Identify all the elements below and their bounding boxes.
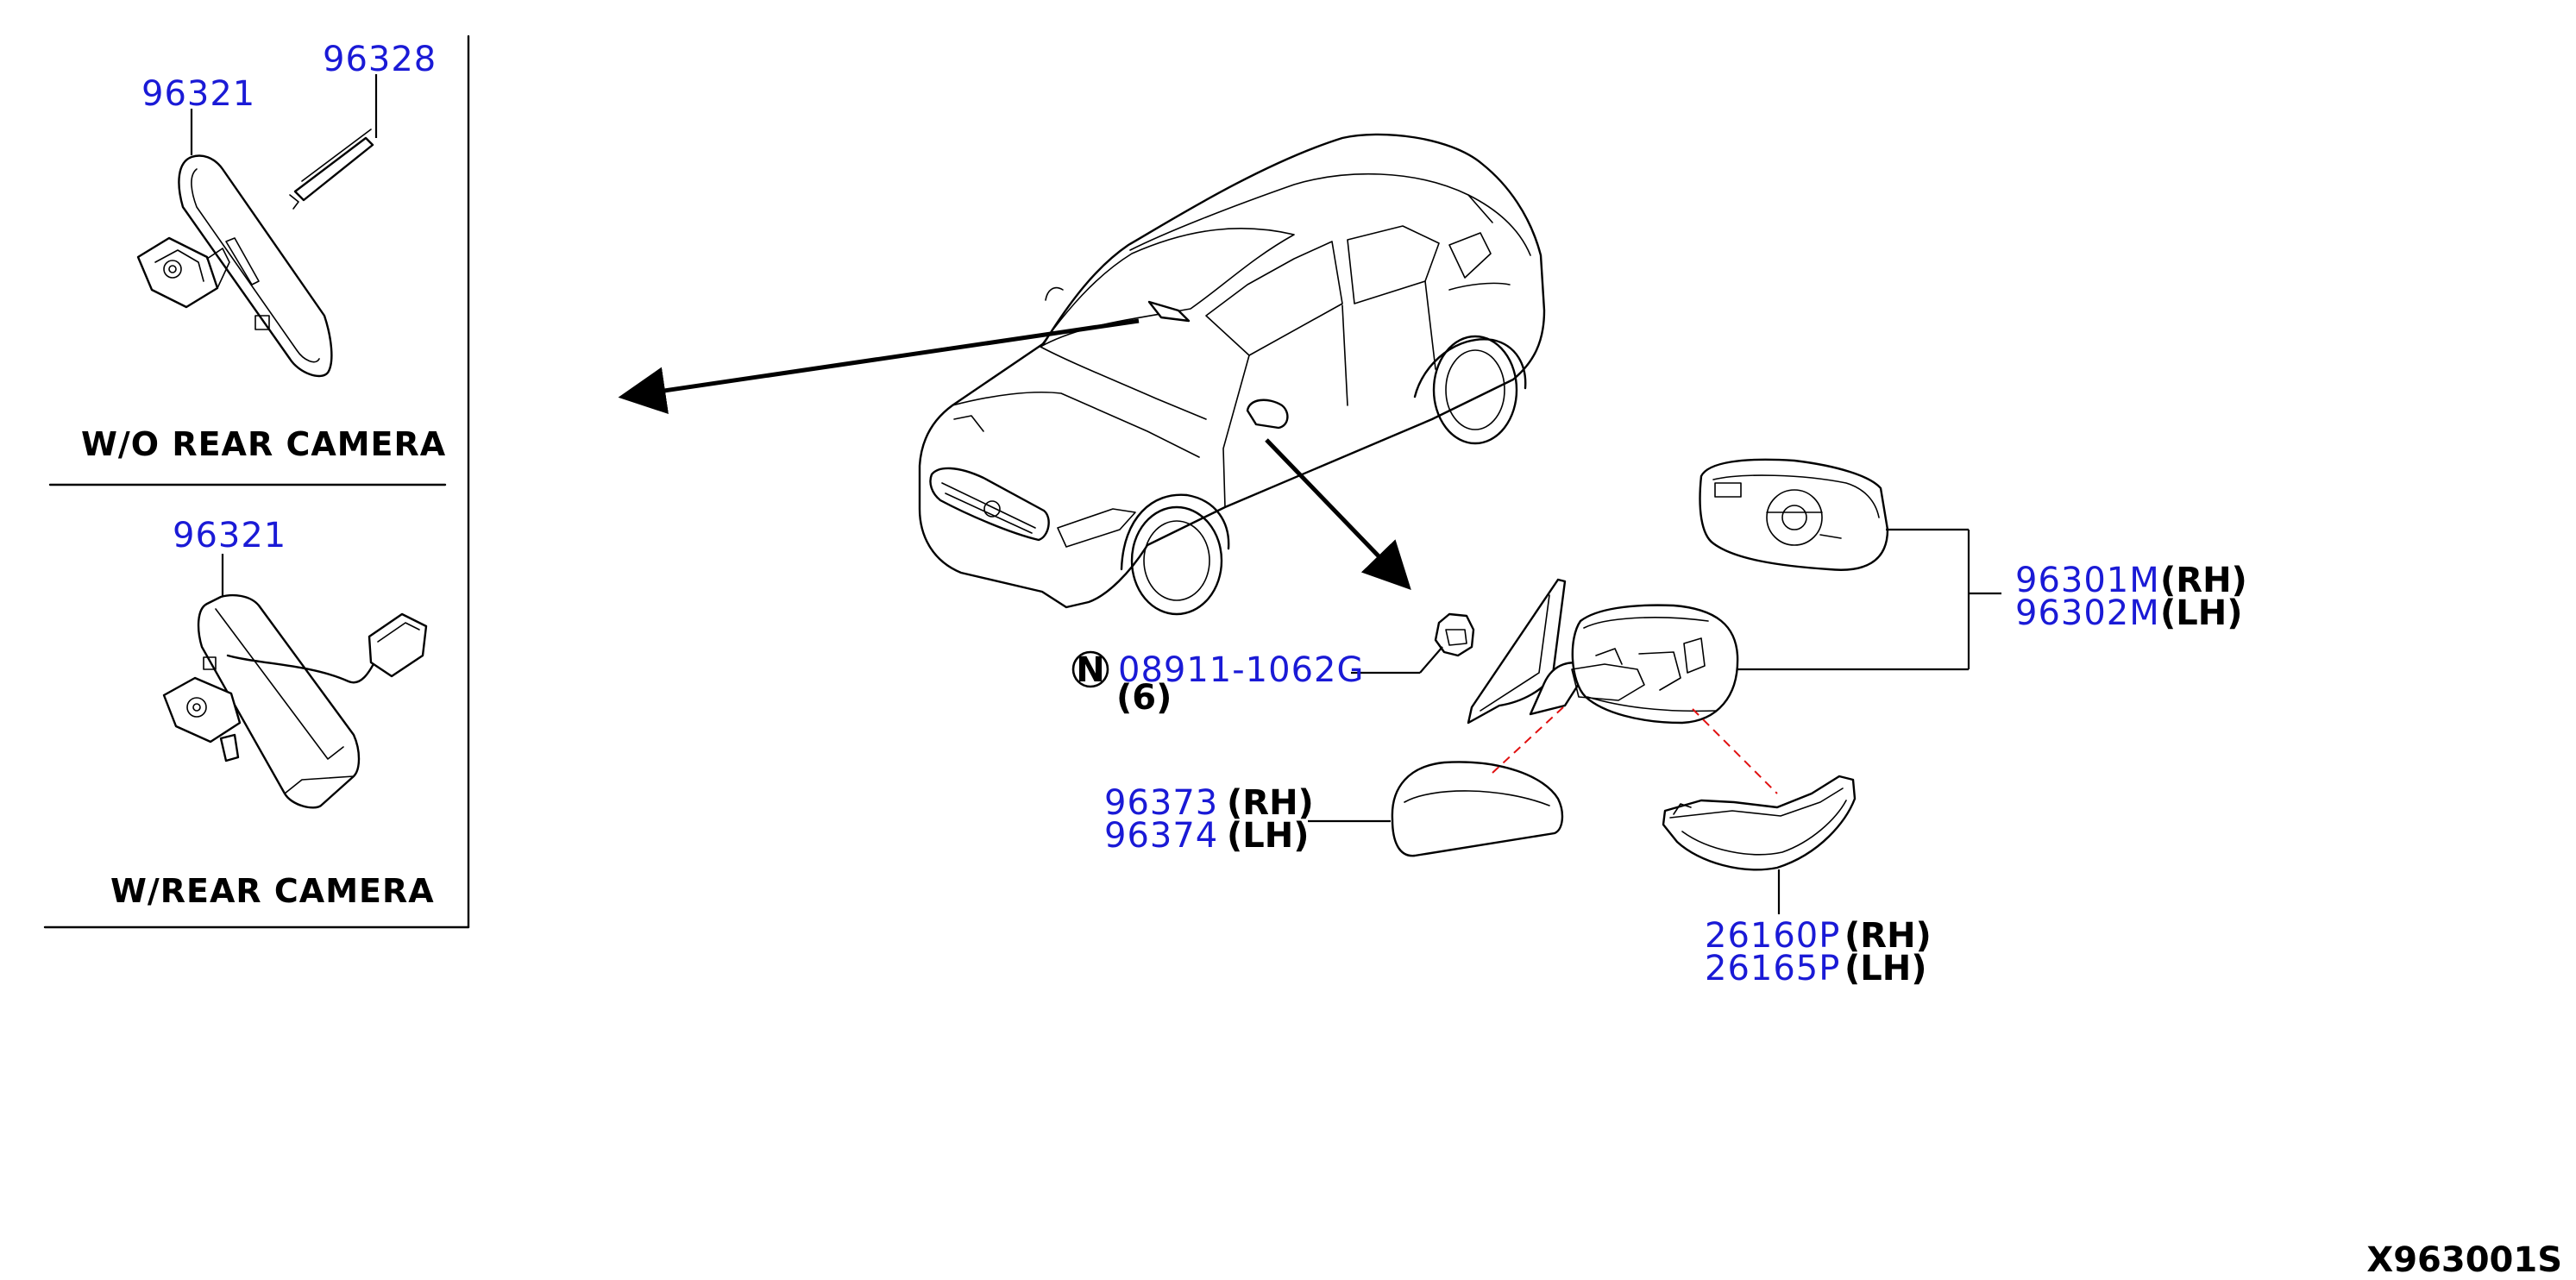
door-mirror-body-drawing: [1467, 578, 1739, 725]
callout-mirror-glass: 96301M (RH) 96302M (LH): [2015, 561, 2247, 633]
arrow-to-inner-mirror: [618, 318, 1140, 415]
nut-drawing: [1434, 612, 1475, 657]
inset-without-camera: 96321 96328 W/O REAR CAMERA: [81, 40, 446, 463]
callout-leaders: [1308, 528, 2001, 914]
caption-with-camera: W/REAR CAMERA: [110, 872, 435, 910]
mirror-cover-drawing: [1391, 761, 1564, 857]
mirror-bracket-drawing: [289, 129, 374, 210]
turn-lamp-drawing: [1662, 775, 1857, 871]
side-lh-label: (LH): [2160, 593, 2243, 633]
part-number-26165P[interactable]: 26165P: [1705, 949, 1840, 988]
callout-nut: N 08911-1062G (6): [1071, 650, 1364, 718]
nut-quantity: (6): [1116, 678, 1172, 718]
caption-without-camera: W/O REAR CAMERA: [81, 425, 446, 463]
side-rh-label: (RH): [2160, 561, 2247, 600]
part-number-96321-a[interactable]: 96321: [141, 74, 255, 114]
rear-view-mirror-camera-drawing: [162, 593, 428, 809]
callout-turn-lamp: 26160P (RH) 26165P (LH): [1705, 916, 1932, 988]
cover-side-rh: (RH): [1227, 783, 1314, 823]
diagram-reference-code: X963001S: [2366, 1240, 2562, 1280]
mirror-glass-drawing: [1699, 458, 1889, 571]
cover-side-lh: (LH): [1227, 816, 1310, 856]
callout-cover: 96373 (RH) 96374 (LH): [1104, 783, 1314, 856]
new-part-symbol-icon: [1071, 650, 1109, 688]
part-number-26160P[interactable]: 26160P: [1705, 916, 1840, 956]
part-number-96374[interactable]: 96374: [1104, 816, 1218, 856]
part-number-96373[interactable]: 96373: [1104, 783, 1218, 823]
inset-frame: [43, 35, 470, 929]
part-number-96302M[interactable]: 96302M: [2015, 593, 2160, 633]
part-number-96328[interactable]: 96328: [323, 40, 437, 79]
vehicle-drawing: [918, 133, 1546, 616]
inset-with-camera: 96321 W/REAR CAMERA: [110, 516, 435, 910]
new-part-symbol-label: N: [1076, 650, 1104, 690]
rear-view-mirror-drawing: [136, 154, 333, 378]
part-number-08911-1062G[interactable]: 08911-1062G: [1118, 650, 1364, 690]
part-number-96301M[interactable]: 96301M: [2015, 561, 2160, 600]
part-number-96321-b[interactable]: 96321: [173, 516, 286, 555]
lamp-side-lh: (LH): [1844, 949, 1927, 988]
arrow-to-door-mirror: [1265, 438, 1411, 590]
lamp-side-rh: (RH): [1844, 916, 1932, 956]
